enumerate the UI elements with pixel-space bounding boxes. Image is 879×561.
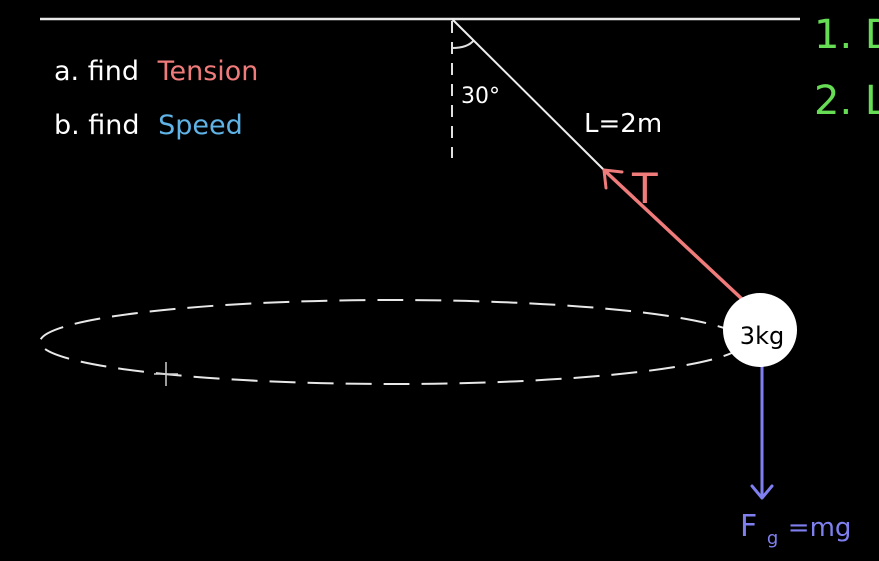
gravity-label-sub: g	[767, 528, 778, 549]
side-note-2: 2. L	[814, 78, 879, 124]
angle-arc	[451, 39, 475, 49]
angle-label: 30°	[461, 84, 500, 109]
prompt-a-word: Tension	[157, 56, 259, 87]
mass-label: 3kg	[740, 322, 784, 350]
tension-arrow	[602, 168, 760, 316]
length-label: L=2m	[584, 109, 662, 139]
side-note-1: 1. D	[814, 12, 879, 58]
tension-arrowhead	[602, 168, 624, 190]
prompt-b-prefix: b. find	[54, 110, 140, 141]
cursor-crosshair-icon	[154, 362, 178, 386]
tension-label: T	[631, 164, 658, 213]
gravity-label-main: F	[740, 509, 757, 544]
prompt-b: b. find Speed	[54, 110, 243, 141]
prompt-a: a. find Tension	[54, 56, 258, 87]
gravity-label-rest: =mg	[788, 513, 852, 543]
circular-path	[39, 299, 745, 385]
gravity-label: F g =mg	[740, 509, 851, 552]
prompt-a-prefix: a. find	[54, 56, 139, 87]
gravity-arrowhead	[750, 484, 774, 500]
mass-ball	[723, 293, 797, 367]
pendulum-string	[451, 18, 605, 171]
prompt-b-word: Speed	[158, 110, 243, 141]
